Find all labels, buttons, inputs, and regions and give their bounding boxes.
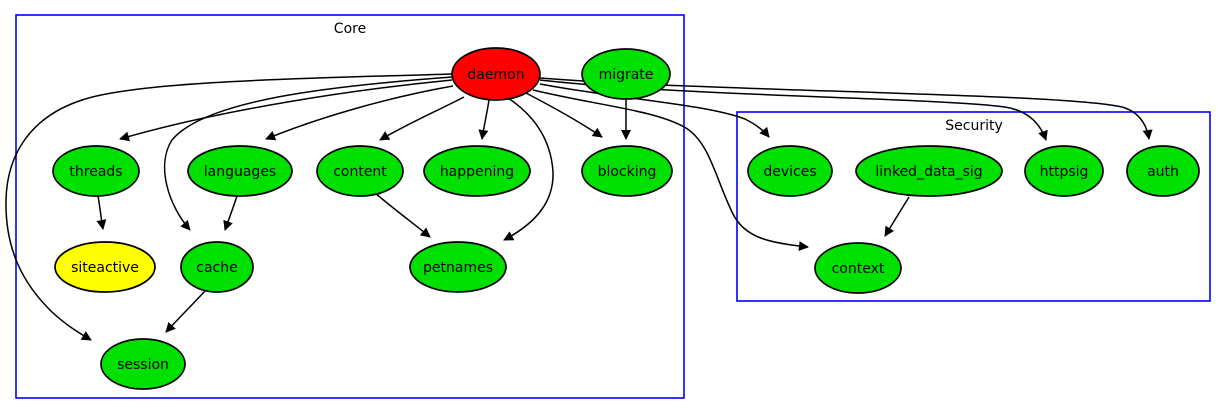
nodes-layer: daemon migrate threads languages content happ…	[52, 47, 1200, 390]
cluster-security-label: Security	[945, 118, 1003, 134]
edge-languages-cache	[223, 195, 238, 231]
node-petnames: petnames	[409, 241, 507, 293]
node-devices-label: devices	[763, 164, 816, 180]
node-siteactive-label: siteactive	[71, 260, 139, 276]
node-cache-label: cache	[196, 260, 237, 276]
edge-daemon-content	[379, 96, 465, 141]
edge-daemon-auth	[539, 77, 1153, 140]
node-languages-label: languages	[204, 164, 276, 180]
node-httpsig-label: httpsig	[1040, 164, 1089, 180]
node-auth-shape	[1126, 145, 1200, 197]
node-happening-shape	[423, 145, 531, 197]
cluster-core-border	[15, 14, 685, 399]
node-content-shape	[316, 145, 404, 197]
edge-content-petnames	[374, 192, 431, 238]
node-languages-shape	[187, 145, 293, 197]
edges-layer	[5, 73, 1153, 341]
node-threads-label: threads	[69, 164, 122, 180]
cluster-core-label: Core	[334, 21, 366, 37]
node-happening-label: happening	[440, 164, 514, 180]
edge-daemon-blocking	[523, 91, 603, 138]
edge-cache-session	[165, 290, 206, 333]
node-migrate-label: migrate	[599, 67, 654, 83]
node-session: session	[100, 338, 186, 390]
node-blocking-shape	[581, 145, 673, 197]
node-petnames-label: petnames	[423, 260, 493, 276]
node-httpsig-shape	[1024, 145, 1104, 197]
node-session-label: session	[117, 357, 169, 373]
node-cache: cache	[180, 241, 254, 293]
node-httpsig: httpsig	[1024, 145, 1104, 197]
node-cache-shape	[180, 241, 254, 293]
node-daemon: daemon	[451, 47, 541, 101]
edge-daemon-petnames	[503, 97, 554, 241]
node-devices-shape	[747, 145, 833, 197]
node-daemon-label: daemon	[467, 67, 524, 83]
node-context-label: context	[832, 261, 885, 277]
edge-daemon-languages	[265, 85, 454, 141]
node-context: context	[814, 242, 902, 294]
edge-linked_data_sig-context	[884, 196, 910, 237]
node-devices: devices	[747, 145, 833, 197]
node-auth-label: auth	[1147, 164, 1179, 180]
node-migrate: migrate	[581, 48, 671, 100]
node-languages: languages	[187, 145, 293, 197]
node-happening: happening	[423, 145, 531, 197]
node-auth: auth	[1126, 145, 1200, 197]
node-threads: threads	[52, 145, 140, 197]
node-linked_data_sig-label: linked_data_sig	[875, 164, 982, 180]
node-context-shape	[814, 242, 902, 294]
node-siteactive-shape	[54, 241, 156, 293]
edge-daemon-threads	[119, 79, 453, 142]
node-threads-shape	[52, 145, 140, 197]
edge-threads-siteactive	[96, 195, 107, 230]
node-migrate-shape	[581, 48, 671, 100]
edge-daemon-session	[5, 73, 453, 341]
node-content-label: content	[333, 164, 387, 180]
node-content: content	[316, 145, 404, 197]
edge-daemon-happening	[478, 99, 490, 140]
node-session-shape	[100, 338, 186, 390]
edge-daemon-cache	[164, 76, 453, 231]
edge-daemon-context	[532, 89, 809, 252]
node-linked_data_sig-shape	[855, 145, 1003, 197]
node-siteactive: siteactive	[54, 241, 156, 293]
node-linked_data_sig: linked_data_sig	[855, 145, 1003, 197]
node-daemon-shape	[451, 47, 541, 101]
node-petnames-shape	[409, 241, 507, 293]
node-blocking: blocking	[581, 145, 673, 197]
cluster-security-border	[736, 111, 1211, 302]
node-blocking-label: blocking	[598, 164, 657, 180]
